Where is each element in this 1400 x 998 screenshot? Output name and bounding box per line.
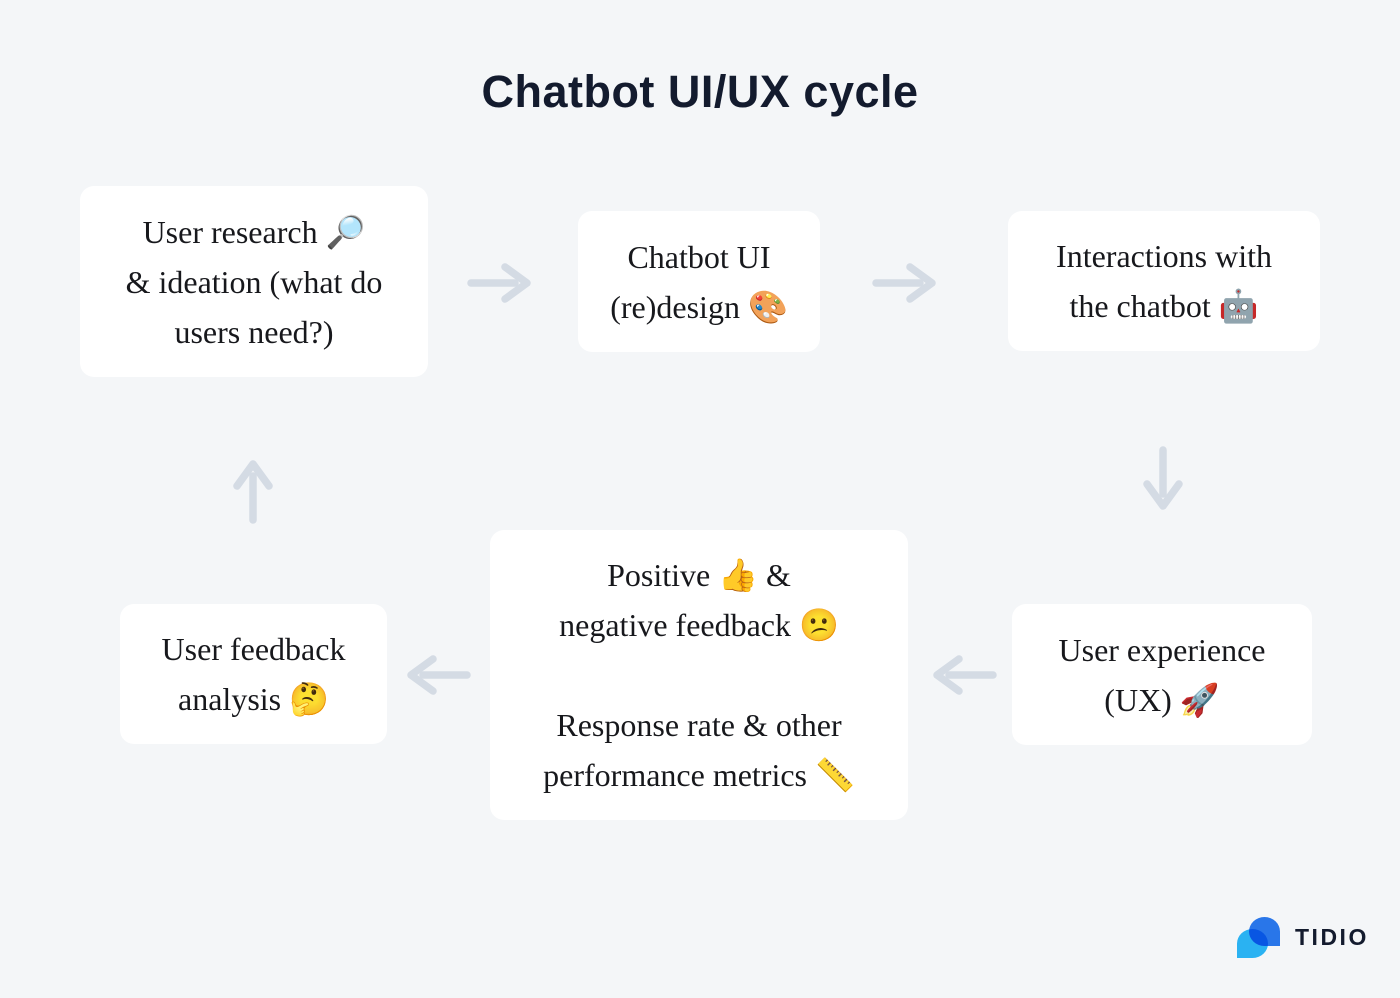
page-title: Chatbot UI/UX cycle [481,66,919,117]
box-user-research: User research 🔎 & ideation (what do user… [80,186,428,377]
box-feedback-and-metrics: Positive 👍 & negative feedback 😕 Respons… [490,530,908,820]
box-interactions-with-chatbot-text: Interactions with the chatbot 🤖 [1056,238,1272,324]
arrow-down-interactions-to-ux-icon [1141,445,1185,515]
box-chatbot-ui-redesign-text: Chatbot UI (re)design 🎨 [610,238,788,325]
box-user-feedback-analysis-text: User feedback analysis 🤔 [161,631,346,717]
arrow-right-design-to-interactions-icon [871,261,941,305]
box-user-feedback-analysis: User feedback analysis 🤔 [120,604,387,744]
arrow-right-research-to-design-icon [466,261,536,305]
box-interactions-with-chatbot: Interactions with the chatbot 🤖 [1008,211,1320,351]
tidio-logo-mark [1237,917,1280,958]
chat-bubble-light-icon [1237,929,1268,958]
box-chatbot-ui-redesign: Chatbot UI (re)design 🎨 [578,211,820,352]
box-user-research-text: User research 🔎 & ideation (what do user… [125,213,383,350]
tidio-logo: TIDIO [1237,917,1369,958]
box-user-experience: User experience (UX) 🚀 [1012,604,1312,745]
arrow-up-analysis-to-research-icon [231,455,275,525]
arrow-left-ux-to-feedback-icon [928,653,998,697]
box-feedback-and-metrics-text: Positive 👍 & negative feedback 😕 Respons… [543,557,855,793]
box-user-experience-text: User experience (UX) 🚀 [1058,631,1266,718]
arrow-left-feedback-to-analysis-icon [402,653,472,697]
tidio-wordmark: TIDIO [1295,924,1369,950]
